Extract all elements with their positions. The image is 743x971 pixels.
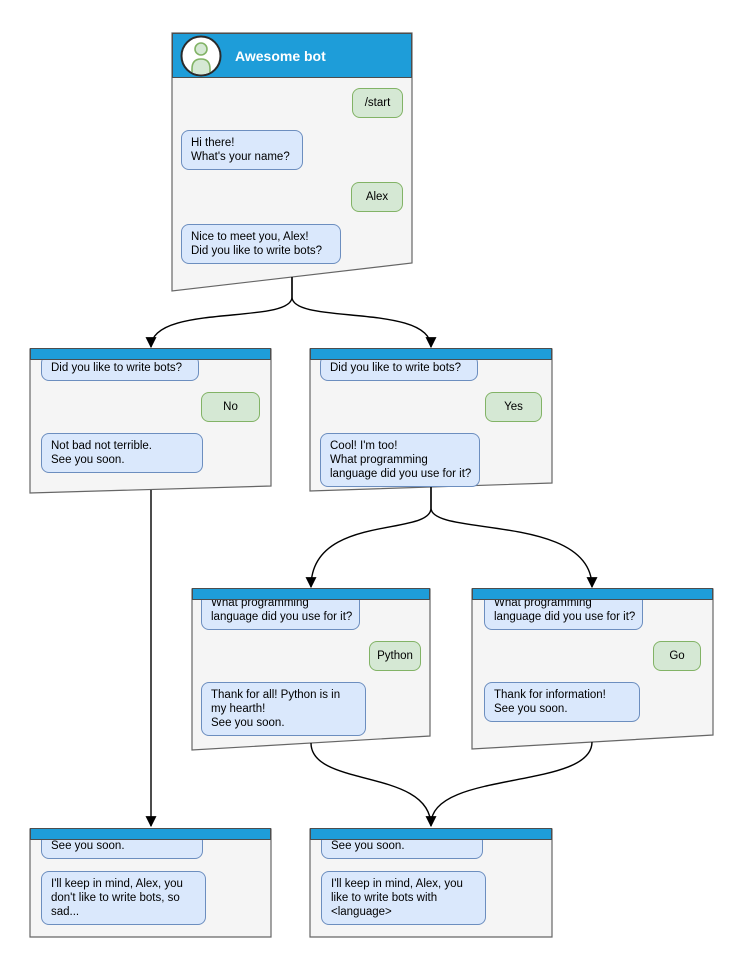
connector-yes-to-python: [305, 487, 432, 589]
chat-window-title: Awesome bot: [235, 47, 326, 64]
message-list-happy: See you soon. I'll keep in mind, Alex, y…: [310, 833, 552, 925]
chat-window-header-no: [30, 348, 271, 360]
message-list-go: What programming language did you use fo…: [472, 590, 713, 722]
connector-start-to-no: [145, 277, 293, 349]
user-message-bubble: Alex: [351, 182, 403, 212]
bot-message-bubble: Cool! I'm too! What programming language…: [320, 433, 480, 487]
person-icon: [180, 35, 222, 76]
user-message-bubble: Yes: [485, 392, 542, 422]
connector-yes-to-go: [430, 487, 598, 589]
bot-message-bubble: I'll keep in mind, Alex, you don't like …: [41, 871, 206, 925]
chat-window-header-happy: [310, 828, 552, 840]
message-list-yes: Did you like to write bots? Yes Cool! I'…: [310, 355, 552, 487]
chat-window-header-python: [192, 588, 430, 600]
message-list-sad: See you soon. I'll keep in mind, Alex, y…: [30, 833, 271, 925]
message-list-python: What programming language did you use fo…: [192, 590, 430, 736]
chat-window-header-sad: [30, 828, 271, 840]
chat-window-header-yes: [310, 348, 552, 360]
connector-go-to-happy: [430, 741, 593, 825]
bot-message-bubble: Thank for information! See you soon.: [484, 682, 640, 722]
connector-start-to-yes: [291, 277, 437, 349]
bot-message-bubble: Hi there! What's your name?: [181, 130, 303, 170]
bot-message-bubble: Nice to meet you, Alex! Did you like to …: [181, 224, 341, 264]
bot-message-bubble: Not bad not terrible. See you soon.: [41, 433, 203, 473]
message-list-no: Did you like to write bots? No Not bad n…: [30, 355, 271, 473]
user-message-bubble: No: [201, 392, 260, 422]
chat-window-header-start: Awesome bot: [172, 33, 412, 78]
bot-message-bubble: Thank for all! Python is in my hearth! S…: [201, 682, 366, 736]
message-list-start: /start Hi there! What's your name? Alex …: [172, 78, 412, 264]
chat-window-header-go: [472, 588, 713, 600]
user-message-bubble: Go: [653, 641, 701, 671]
user-message-bubble: /start: [352, 88, 403, 118]
bot-message-bubble: I'll keep in mind, Alex, you like to wri…: [321, 871, 486, 925]
user-message-bubble: Python: [369, 641, 421, 671]
connector-python-to-happy: [310, 742, 437, 828]
